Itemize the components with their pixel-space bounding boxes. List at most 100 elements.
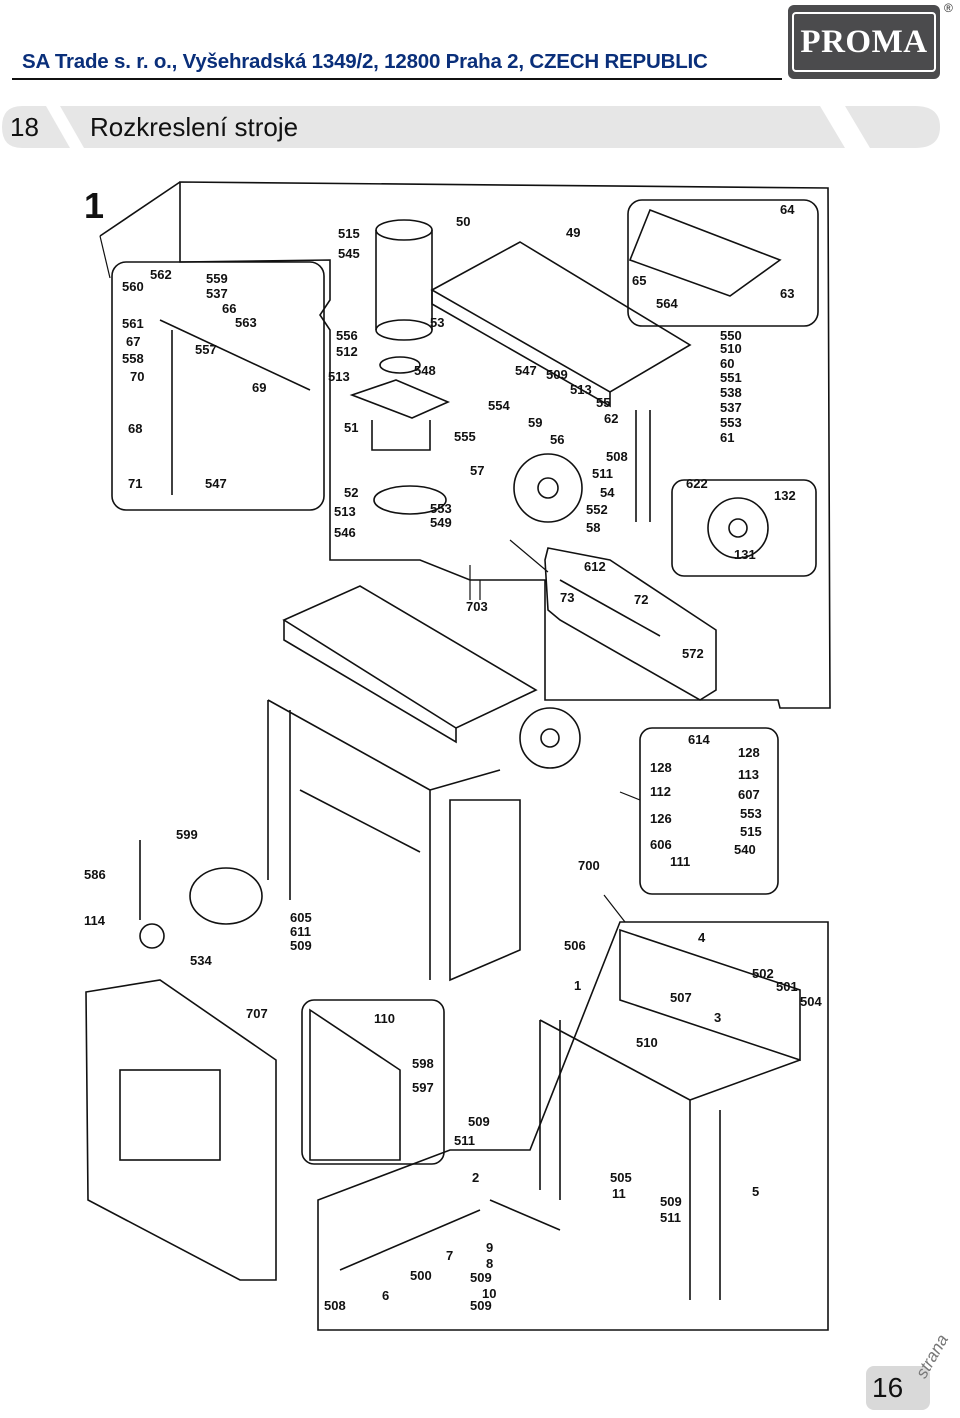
part-label: 2 [472, 1170, 480, 1185]
part-label: 550 [720, 328, 742, 343]
part-label: 553 [430, 501, 452, 516]
part-label: 510 [720, 341, 742, 356]
part-label: 622 [686, 476, 708, 491]
part-label: 540 [734, 842, 756, 857]
part-label: 555 [454, 429, 476, 444]
part-label: 58 [586, 520, 601, 535]
part-label: 11 [612, 1186, 626, 1201]
part-label: 509 [470, 1298, 492, 1313]
figure-number: 1 [84, 185, 104, 226]
part-label: 510 [636, 1035, 658, 1050]
part-label: 549 [430, 515, 452, 530]
part-label: 49 [566, 225, 581, 240]
section-bar [2, 106, 940, 148]
part-label: 54 [600, 485, 615, 500]
part-label: 508 [324, 1298, 346, 1313]
part-label: 558 [122, 351, 144, 366]
proma-logo: PROMA [788, 5, 940, 79]
part-label: 537 [206, 286, 228, 301]
part-label: 572 [682, 646, 704, 661]
section-number: 18 [10, 112, 39, 142]
part-label: 509 [660, 1194, 682, 1209]
part-label: 553 [720, 415, 742, 430]
base-frame [539, 1019, 801, 1300]
part-label: 560 [122, 279, 144, 294]
part-label: 607 [738, 787, 760, 802]
part-label: 548 [414, 363, 436, 378]
part-label: 538 [720, 385, 742, 400]
part-label: 547 [515, 363, 537, 378]
part-label: 509 [468, 1114, 490, 1129]
part-label: 128 [650, 760, 672, 775]
part-label: 56 [550, 432, 565, 447]
part-label: 57 [470, 463, 485, 478]
exploded-view-drawing: 1 [0, 170, 960, 1350]
part-label: 131 [734, 547, 756, 562]
part-label: 110 [374, 1011, 395, 1026]
part-label: 599 [176, 827, 198, 842]
part-label: 611 [290, 924, 311, 939]
part-label: 546 [334, 525, 356, 540]
part-label: 703 [466, 599, 488, 614]
part-label: 515 [740, 824, 762, 839]
part-label: 700 [578, 858, 600, 873]
logo-text: PROMA [792, 12, 936, 72]
part-label: 586 [84, 867, 106, 882]
part-label: 7 [446, 1248, 454, 1263]
part-label: 111 [670, 854, 691, 869]
part-label: 1 [574, 978, 582, 993]
part-label: 70 [130, 369, 145, 384]
part-label: 707 [246, 1006, 268, 1021]
part-label: 113 [738, 767, 759, 782]
part-label: 511 [454, 1133, 475, 1148]
part-label: 515 [338, 226, 360, 241]
part-label: 504 [800, 994, 822, 1009]
part-label: 6 [382, 1288, 390, 1303]
part-label: 68 [128, 421, 143, 436]
motor [189, 867, 263, 925]
part-label: 71 [128, 476, 143, 491]
part-label: 65 [632, 273, 647, 288]
part-label: 506 [564, 938, 586, 953]
part-label: 66 [222, 301, 237, 316]
part-label: 561 [122, 316, 144, 331]
header-rule [12, 78, 782, 80]
part-label: 4 [698, 930, 706, 945]
inset-cover-panel [301, 999, 445, 1165]
part-label: 606 [650, 837, 672, 852]
part-label: 69 [252, 380, 267, 395]
part-label: 534 [190, 953, 212, 968]
part-label: 509 [290, 938, 312, 953]
part-label: 67 [126, 334, 141, 349]
inset-lock [639, 727, 779, 895]
part-label: 51 [344, 420, 359, 435]
part-label: 63 [780, 286, 795, 301]
part-label: 60 [720, 356, 735, 371]
part-label: 112 [650, 784, 671, 799]
part-label: 126 [650, 811, 672, 826]
part-label: 509 [470, 1270, 492, 1285]
page-number-box [866, 1366, 930, 1410]
part-label: 512 [336, 344, 358, 359]
part-label: 50 [456, 214, 471, 229]
part-label: 507 [670, 990, 692, 1005]
part-label: 61 [720, 430, 735, 445]
part-label: 5 [752, 1184, 760, 1199]
part-label: 72 [634, 592, 649, 607]
part-label: 559 [206, 271, 228, 286]
part-label: 614 [688, 732, 710, 747]
inset-shaft-assembly [111, 261, 325, 511]
upper-table [430, 241, 692, 393]
part-label: 53 [430, 315, 445, 330]
part-label: 513 [570, 382, 592, 397]
part-label: 509 [546, 367, 568, 382]
part-label: 511 [592, 466, 613, 481]
part-label: 508 [606, 449, 628, 464]
part-label: 562 [150, 267, 172, 282]
part-label: 73 [560, 590, 575, 605]
section-title: Rozkreslení stroje [90, 112, 299, 142]
part-label: 598 [412, 1056, 434, 1071]
part-label: 557 [195, 342, 217, 357]
part-label: 114 [84, 913, 105, 928]
part-label: 597 [412, 1080, 434, 1095]
